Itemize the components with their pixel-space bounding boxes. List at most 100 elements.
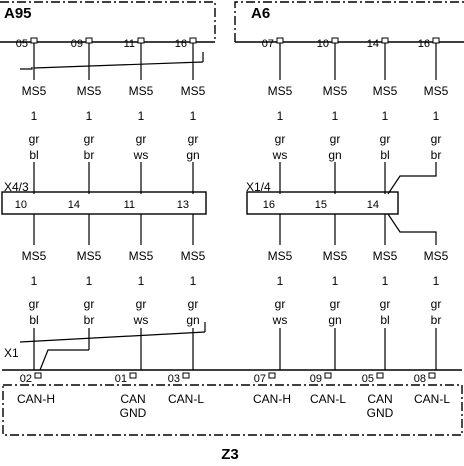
a6-label: A6	[251, 5, 270, 22]
left-wire-id: MS5	[22, 249, 47, 263]
left-wire-size: 1	[138, 274, 145, 288]
z3-signal-label: CAN	[367, 392, 392, 406]
a95-pin-label: 11	[124, 38, 135, 50]
a95-shield-line	[33, 61, 204, 69]
x43-pin-label: 13	[177, 199, 189, 211]
right-wire-color-base: gr	[330, 297, 341, 311]
z3-pin-label: 02	[20, 373, 32, 385]
left-wire-color-stripe: bl	[29, 148, 38, 162]
a6-pin-label: 16	[418, 38, 430, 50]
a6-pin-marker	[331, 37, 339, 44]
left-wire-id: MS5	[77, 84, 102, 98]
a95-pin-marker	[30, 37, 38, 44]
right-wire-size: 1	[332, 274, 339, 288]
left-wire-id: MS5	[129, 84, 154, 98]
left-wire-color-base: gr	[136, 297, 147, 311]
a6-pin-marker	[381, 37, 389, 44]
frames	[0, 1, 464, 436]
left-wire-id: MS5	[181, 84, 206, 98]
right-wire-size: 1	[332, 109, 339, 123]
left-wire-color-stripe: ws	[133, 313, 149, 327]
x1-shield-line	[19, 331, 206, 343]
z3-pin-marker	[182, 372, 190, 379]
z3-pin-label: 01	[115, 373, 127, 385]
right-wire-color-base: gr	[330, 132, 341, 146]
left-wire-color-base: gr	[84, 297, 95, 311]
right-wire-id: MS5	[323, 249, 348, 263]
right-wire-color-base: gr	[431, 297, 442, 311]
z3-pin-marker	[129, 372, 137, 379]
x1-label: X1	[4, 346, 19, 360]
right-wire-color-stripe: bl	[380, 313, 389, 327]
z3-pin-label: 05	[362, 373, 374, 385]
right-wire-id: MS5	[424, 249, 449, 263]
z3-pin-label: 07	[254, 373, 266, 385]
a6-frame	[234, 1, 464, 42]
z3-signal-label: GND	[120, 406, 147, 420]
x43-pin-label: 11	[124, 199, 135, 211]
a6-pin-marker	[432, 37, 440, 44]
left-wire-color-stripe: gn	[186, 148, 199, 162]
left-wire-color-base: gr	[136, 132, 147, 146]
left-wire-size: 1	[190, 109, 197, 123]
a6-pin-label: 07	[262, 38, 274, 50]
pins	[30, 37, 440, 379]
right-wire-color-stripe: gn	[328, 148, 341, 162]
left-wire-color-stripe: bl	[29, 313, 38, 327]
z3-pin-label: 08	[414, 373, 426, 385]
z3-pin-marker	[324, 372, 332, 379]
left-wire-color-stripe: br	[84, 148, 95, 162]
a6-pin-label: 14	[367, 38, 379, 50]
right-wire-size: 1	[382, 274, 389, 288]
a95-pin-marker	[137, 37, 145, 44]
z3-signal-label: CAN-L	[168, 392, 204, 406]
a95-pin-label: 09	[71, 38, 83, 50]
a95-pin-marker	[85, 37, 93, 44]
right-wire-color-base: gr	[431, 132, 442, 146]
left-wire-color-stripe: ws	[133, 148, 149, 162]
z3-pin-marker	[34, 372, 42, 379]
right-wire-id: MS5	[373, 84, 398, 98]
right-wire-color-stripe: gn	[328, 313, 341, 327]
z3-signal-label: CAN-L	[310, 392, 346, 406]
right-wire-id: MS5	[424, 84, 449, 98]
left-wire-color-stripe: gn	[186, 313, 199, 327]
left-wire-size: 1	[86, 274, 93, 288]
left-wire-color-base: gr	[188, 297, 199, 311]
z3-pin-marker	[268, 372, 276, 379]
right-wire-id: MS5	[268, 249, 293, 263]
z3-pin-label: 09	[310, 373, 322, 385]
left-wire-size: 1	[190, 274, 197, 288]
x14-pin-label: 16	[263, 199, 275, 211]
left-wire-size: 1	[138, 109, 145, 123]
left-wire-id: MS5	[77, 249, 102, 263]
right-wire-id: MS5	[323, 84, 348, 98]
a95-label: A95	[4, 5, 32, 22]
z3-signal-label: CAN	[120, 392, 145, 406]
a95-frame	[0, 1, 216, 42]
left-wire-size: 1	[86, 109, 93, 123]
left-wire-color-base: gr	[188, 132, 199, 146]
right-wire-color-stripe: bl	[380, 148, 389, 162]
right-wire-color-stripe: br	[431, 313, 442, 327]
right-wire-size: 1	[433, 109, 440, 123]
x43-pin-label: 10	[15, 199, 27, 211]
right-br-wire-to-splice	[387, 162, 437, 195]
left-wire-id: MS5	[129, 249, 154, 263]
right-wire-color-base: gr	[275, 132, 286, 146]
left-wire-id: MS5	[181, 249, 206, 263]
left-wire-color-stripe: br	[84, 313, 95, 327]
x14-pin-label: 15	[315, 199, 327, 211]
left-wire-id: MS5	[22, 84, 47, 98]
z3-signal-label: CAN-H	[17, 392, 55, 406]
right-wire-color-base: gr	[380, 132, 391, 146]
right-wire-size: 1	[277, 109, 284, 123]
right-wire-id: MS5	[373, 249, 398, 263]
left-wire-color-base: gr	[29, 297, 40, 311]
right-wire-color-stripe: br	[431, 148, 442, 162]
wires	[19, 43, 437, 371]
left-wire-size: 1	[31, 274, 38, 288]
right-wire-color-base: gr	[275, 297, 286, 311]
x14-label: X1/4	[246, 180, 271, 194]
